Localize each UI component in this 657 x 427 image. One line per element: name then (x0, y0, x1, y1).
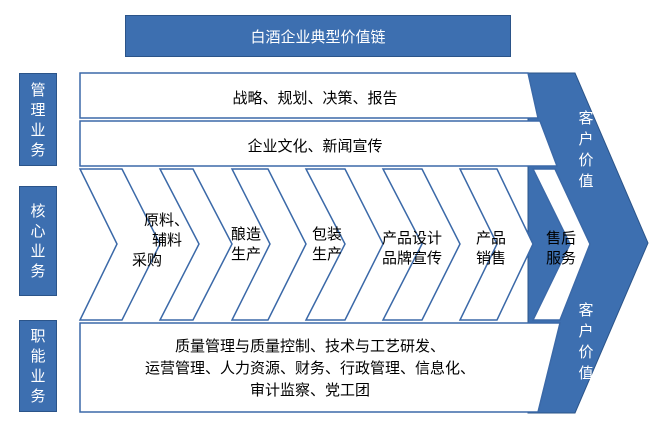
step-sales: 产品 销售 (476, 228, 520, 268)
step-brewing-line-1: 酿造 (231, 225, 262, 243)
customer-value-label-top: 客户价值 (578, 109, 594, 190)
step-procurement-line-3: 采购 (132, 251, 163, 269)
step-after-sales: 售后 服务 (546, 228, 590, 268)
step-procurement: 原料、 辅料 采购 (132, 210, 212, 270)
management-row-1-bar (79, 72, 539, 119)
functional-line-3: 审计监察、党工团 (249, 381, 370, 399)
step-procurement-line-1: 原料、 (144, 211, 190, 229)
customer-value-label-bottom: 客户价值 (578, 301, 594, 382)
chevron-1 (78, 168, 161, 321)
step-packaging-line-1: 包装 (312, 225, 343, 243)
step-procurement-line-2: 辅料 (152, 231, 183, 249)
side-label-management: 管理业务 (19, 73, 57, 166)
chevron-5 (381, 168, 461, 321)
chevron-2 (158, 168, 233, 321)
side-label-functional: 职能业务 (19, 320, 57, 412)
step-after-sales-line-2: 服务 (546, 249, 577, 267)
functional-line-1: 质量管理与质量控制、技术与工艺研发、 (174, 337, 445, 355)
step-packaging: 包装 生产 (312, 224, 356, 264)
step-brewing: 酿造 生产 (231, 224, 275, 264)
functional-line-2: 运营管理、人力资源、财务、行政管理、信息化、 (144, 359, 475, 377)
diagram-title: 白酒企业典型价值链 (125, 15, 511, 57)
chevron-3 (230, 168, 307, 321)
chevron-7 (531, 168, 591, 321)
step-sales-line-1: 产品 (476, 229, 507, 247)
management-row-2-text: 企业文化、新闻宣传 (247, 137, 383, 155)
core-chevrons (78, 168, 591, 321)
step-design-branding: 产品设计 品牌宣传 (382, 228, 458, 268)
chevron-6 (458, 168, 534, 321)
chevron-4 (304, 168, 384, 321)
step-design-branding-line-1: 产品设计 (382, 229, 443, 247)
management-row-1-text: 战略、规划、决策、报告 (232, 89, 398, 107)
step-design-branding-line-2: 品牌宣传 (382, 249, 443, 267)
management-row-2-bar (79, 120, 559, 167)
step-brewing-line-2: 生产 (231, 245, 262, 263)
step-after-sales-line-1: 售后 (546, 229, 577, 247)
functional-row-bar (79, 322, 561, 413)
step-sales-line-2: 销售 (476, 249, 507, 267)
side-label-core: 核心业务 (19, 186, 57, 296)
step-packaging-line-2: 生产 (312, 245, 343, 263)
